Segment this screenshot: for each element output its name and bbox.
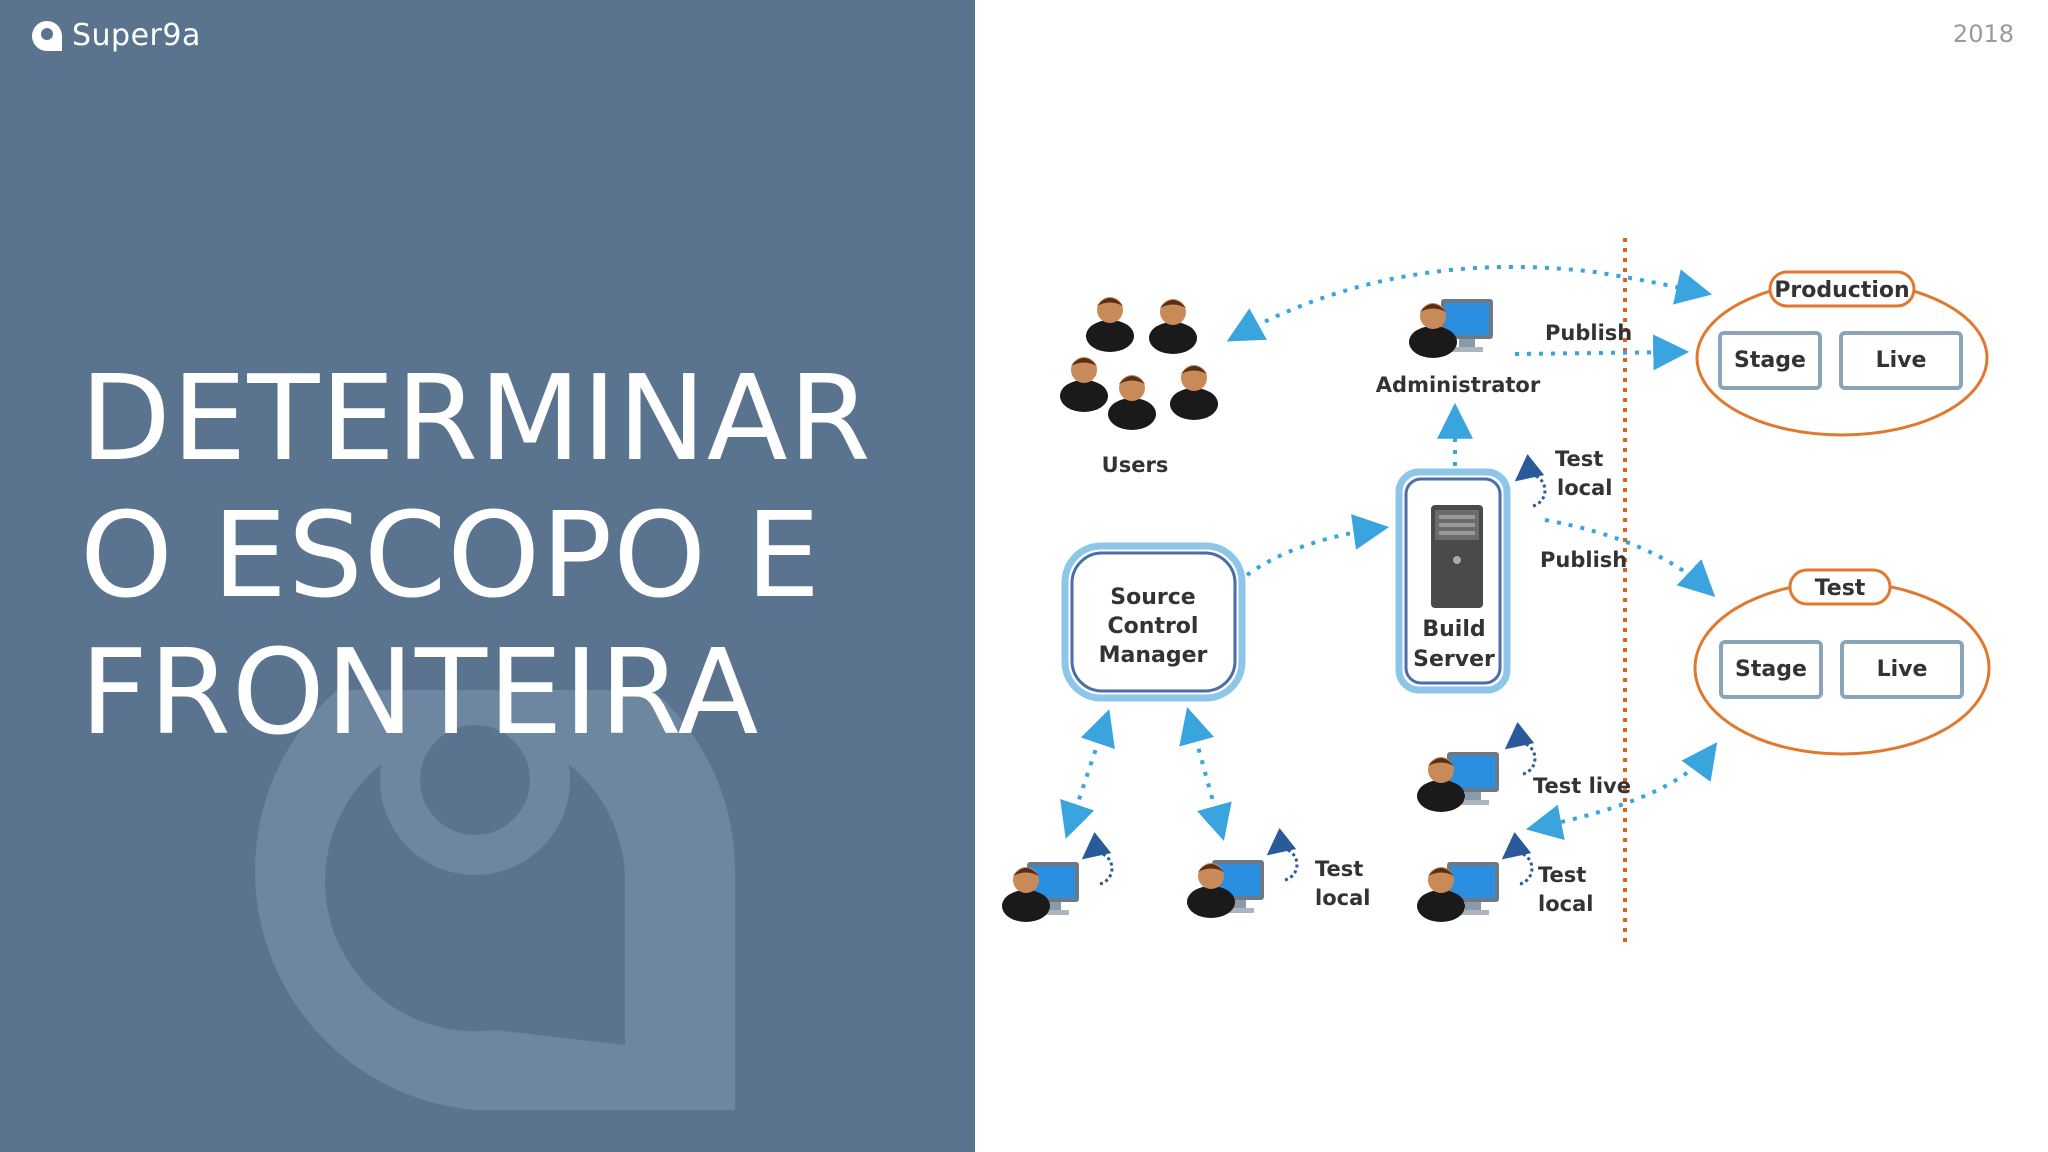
test-live: Live [1877,657,1928,682]
arrow-scm-build [1245,514,1390,577]
build-server-line1: Build [1422,617,1485,642]
developer-2-refresh-icon [1271,849,1297,880]
users-label: Users [1102,453,1169,477]
source-control-line3: Manager [1099,643,1208,668]
tester-2-icon [1417,862,1499,922]
test-live-box [1840,640,1964,699]
brand-logo-icon [32,20,62,51]
publish-label-mid: Publish [1540,548,1627,572]
production-stage: Stage [1734,348,1806,373]
production-live: Live [1876,348,1927,373]
tester-test-local-line1: Test [1538,863,1586,887]
build-test-local-line1: Test [1555,447,1603,471]
production-live-box [1839,331,1963,390]
brand-logo: Super9a [30,18,201,53]
production-stage-box [1718,331,1822,390]
test-live-label: Test live [1533,774,1631,798]
source-control-box [1061,542,1246,702]
build-server-line2: Server [1413,647,1495,672]
server-tower-icon [1431,505,1483,608]
dev-test-local-line1: Test [1315,857,1363,881]
arrow-users-production [1226,264,1713,342]
source-control-line2: Control [1108,614,1199,639]
test-stage: Stage [1735,657,1807,682]
production-title: Production [1774,278,1909,303]
title-line-2: O ESCOPO E [80,486,822,624]
publish-label-top: Publish [1545,321,1632,345]
users-group-icon [1060,297,1218,430]
flow-arrows [1060,264,1718,841]
dev-test-local-line2: local [1315,886,1370,910]
scope-diagram: Users Administrator Publish Build Server… [1002,238,1991,942]
test-stage-box [1719,640,1823,699]
tester-2-refresh-icon [1506,853,1532,884]
test-title-pill [1788,568,1892,606]
slide-title: DETERMINAR O ESCOPO E FRONTEIRA [80,350,872,761]
arrow-admin-publish [1514,334,1690,371]
title-line-3: FRONTEIRA [80,623,760,761]
developer-2-icon [1187,860,1264,918]
title-line-1: DETERMINAR [80,349,872,487]
developer-1-icon [1002,862,1079,922]
arrow-scm-dev2 [1179,707,1232,841]
brand-watermark-icon [255,690,735,1110]
tester-test-local-line2: local [1538,892,1593,916]
source-control-line1: Source [1110,585,1195,610]
build-test-local-line2: local [1557,476,1612,500]
arrow-build-test [1544,518,1716,597]
brand-name: Super9a [72,18,201,53]
tester-1-refresh-icon [1509,743,1535,774]
arrow-scm-dev1 [1060,709,1115,839]
developer-1-refresh-icon [1086,853,1112,884]
administrator-label: Administrator [1376,373,1541,397]
production-title-pill [1768,270,1916,308]
administrator-icon [1409,299,1493,358]
tester-1-icon [1417,752,1499,812]
build-test-local-refresh-icon [1519,475,1545,506]
year-label: 2018 [1952,20,2014,48]
title-panel: Super9a DETERMINAR O ESCOPO E FRONTEIRA [0,0,975,1152]
test-title: Test [1815,576,1866,601]
